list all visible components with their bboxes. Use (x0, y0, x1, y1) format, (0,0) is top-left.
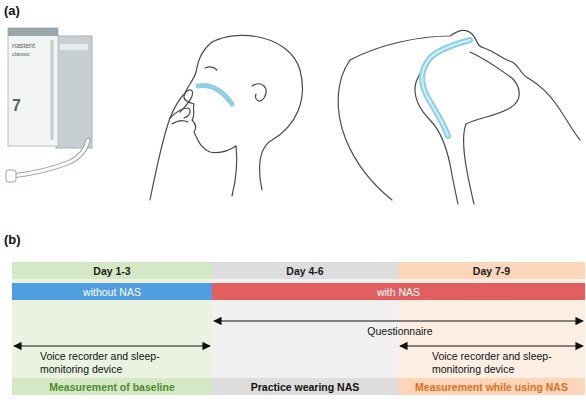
condition-bar: without NAS (12, 283, 212, 300)
node-label: Day 1-3 (93, 265, 130, 277)
span-label: Voice recorder and sleep-monitoring devi… (432, 350, 572, 376)
product-photo (6, 28, 92, 182)
day-header: Day 7-9 (398, 262, 585, 279)
tongue-palate (464, 52, 520, 204)
node-label: with NAS (377, 286, 420, 298)
back-of-head (338, 60, 392, 200)
finger (172, 121, 188, 124)
panel-label: (a) (4, 3, 34, 19)
pouch-stripe (60, 44, 88, 50)
stent-tube-inner (12, 140, 88, 176)
node-label: Day 7-9 (473, 265, 510, 277)
stent-lumen (422, 40, 470, 136)
node-label: without NAS (83, 286, 141, 298)
span-arrow (214, 320, 583, 321)
phase-cell: Measurement of baseline (12, 378, 212, 395)
span-arrow (14, 345, 210, 346)
phase-cell: Practice wearing NAS (212, 378, 398, 395)
column-band (12, 262, 212, 395)
product-count: 7 (12, 96, 32, 115)
face-profile (350, 30, 580, 140)
product-box (8, 28, 58, 146)
neck-line (232, 146, 237, 196)
phase-cell: Measurement while using NAS (398, 378, 585, 395)
day-header: Day 4-6 (212, 262, 398, 279)
box-edge (51, 40, 54, 140)
insertion-illustration (150, 35, 302, 200)
node-label: Measurement while using NAS (415, 381, 568, 393)
day-header: Day 1-3 (12, 262, 212, 279)
box-top-band (8, 28, 58, 36)
airway-illustration (338, 30, 580, 204)
product-pouch (56, 36, 92, 148)
ear (252, 84, 266, 101)
span-arrows (14, 321, 583, 346)
stent-handle (6, 170, 16, 182)
stent-tube (12, 140, 88, 176)
panel-label: (b) (4, 232, 34, 248)
node-label: Measurement of baseline (49, 381, 174, 393)
stent-in-nose (198, 86, 232, 104)
hand-arm (150, 90, 193, 200)
node-label: Day 4-6 (286, 265, 323, 277)
timeline-background (12, 262, 585, 395)
product-name: nastent (12, 42, 52, 50)
finger (170, 108, 190, 118)
stent-in-airway (422, 40, 470, 136)
eye (205, 67, 217, 70)
node-label: Practice wearing NAS (251, 381, 360, 393)
span-label: Voice recorder and sleep-monitoring devi… (40, 350, 180, 376)
head-outline (212, 35, 302, 190)
product-variant: classic (12, 51, 52, 58)
span-arrow (400, 345, 583, 346)
condition-bar: with NAS (212, 283, 585, 300)
span-label: Questionnaire (340, 325, 460, 338)
